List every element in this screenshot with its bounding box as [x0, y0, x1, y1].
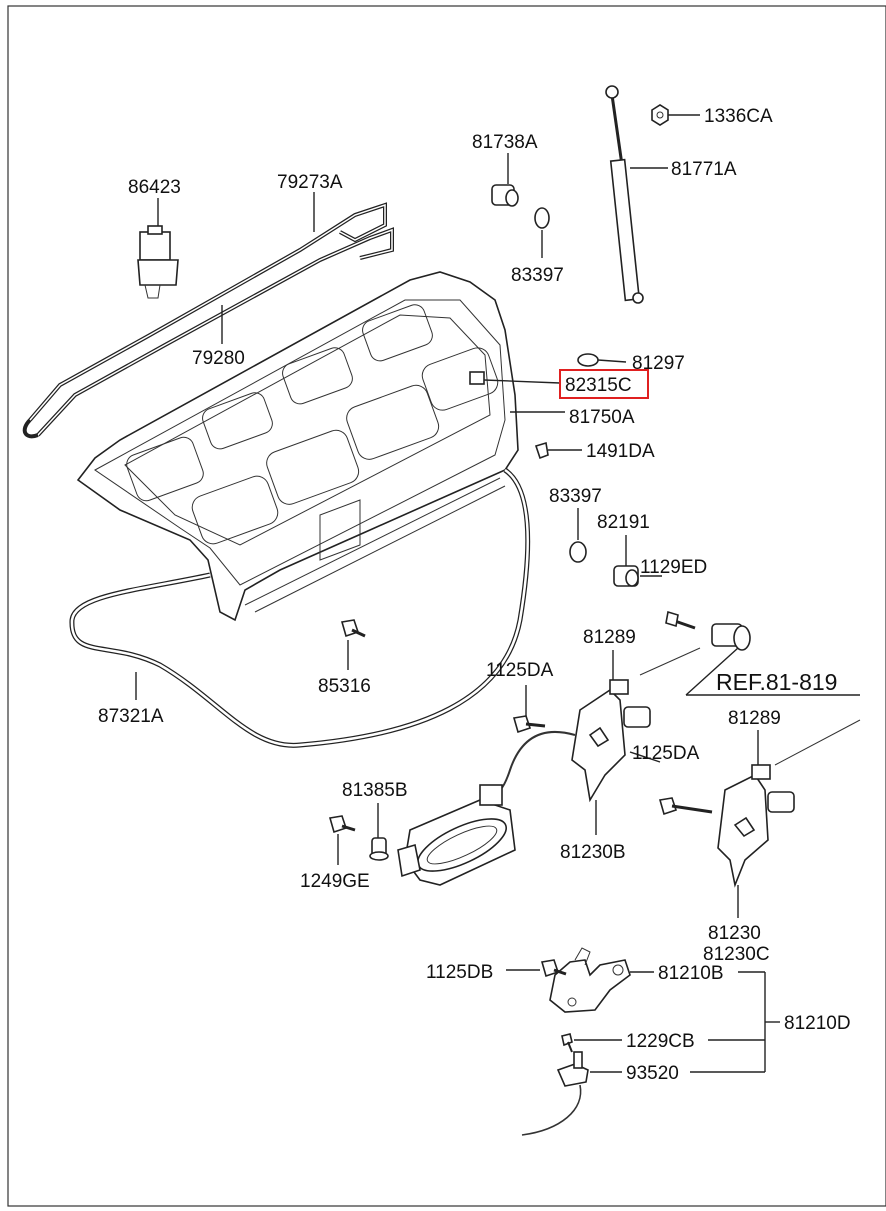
striker-81210B: [549, 947, 631, 1013]
label-1491DA: 1491DA: [586, 441, 655, 462]
leader-lines: [135, 114, 860, 1073]
label-81289-b: 81289: [728, 708, 781, 729]
label-1125DA-a: 1125DA: [486, 660, 554, 681]
nut-81385B: [369, 837, 389, 861]
bolt-1129ED: [665, 610, 696, 630]
label-82191: 82191: [597, 512, 650, 533]
label-1129ED: 1129ED: [640, 557, 707, 578]
label-81289-a: 81289: [583, 627, 636, 648]
label-83397-top: 83397: [511, 265, 564, 286]
diagram-frame: [7, 5, 886, 1207]
handle-81385B: [397, 784, 516, 886]
label-79273A: 79273A: [277, 172, 343, 193]
latch-81230: [717, 719, 861, 888]
label-87321A: 87321A: [98, 706, 164, 727]
grommet-83397-lower: [569, 541, 587, 563]
label-81771A: 81771A: [671, 159, 737, 180]
label-1336CA: 1336CA: [704, 106, 773, 127]
clip-1491DA: [534, 441, 549, 460]
grommet-82315C: [469, 371, 485, 385]
switch-93520: [521, 1051, 589, 1136]
actuator-ref-81-819: [711, 623, 751, 651]
label-81210B: 81210B: [658, 963, 724, 984]
bolt-1125DA-b: [658, 797, 713, 816]
bumper-82191: [613, 565, 639, 587]
label-83397-lower: 83397: [549, 486, 602, 507]
bolt-1125DA-a: [512, 715, 546, 734]
label-82315C: 82315C: [565, 375, 632, 396]
label-1249GE: 1249GE: [300, 871, 370, 892]
label-93520: 93520: [626, 1063, 679, 1084]
pad-81297: [577, 353, 599, 367]
part-86423-switch: [137, 225, 179, 299]
label-1229CB: 1229CB: [626, 1031, 695, 1052]
latch-81230B: [571, 647, 701, 803]
nut-1336CA: [651, 104, 669, 126]
label-81230: 81230: [708, 923, 761, 944]
label-81750A: 81750A: [569, 407, 635, 428]
label-85316: 85316: [318, 676, 371, 697]
label-1125DA-b: 1125DA: [632, 743, 700, 764]
label-1125DB: 1125DB: [426, 962, 493, 983]
torsion-bars: [22, 202, 394, 439]
label-81230C: 81230C: [703, 944, 770, 965]
label-86423: 86423: [128, 177, 181, 198]
screw-1229CB: [561, 1033, 573, 1053]
gas-strut-81771A: [605, 85, 644, 304]
bolt-1249GE: [328, 815, 356, 834]
label-81385B: 81385B: [342, 780, 408, 801]
label-81210D: 81210D: [784, 1013, 851, 1034]
label-ref-81-819: REF.81-819: [716, 669, 837, 695]
bolt-1125DB: [540, 959, 567, 978]
label-79280: 79280: [192, 348, 245, 369]
highlight-box-82315C: [559, 369, 649, 399]
label-81297: 81297: [632, 353, 685, 374]
label-81230B: 81230B: [560, 842, 626, 863]
bolt-85316: [340, 619, 366, 638]
trunk-lid-panel: [76, 271, 519, 622]
label-81738A: 81738A: [472, 132, 538, 153]
plug-81738A: [491, 184, 519, 207]
grommet-83397-top: [534, 207, 550, 229]
